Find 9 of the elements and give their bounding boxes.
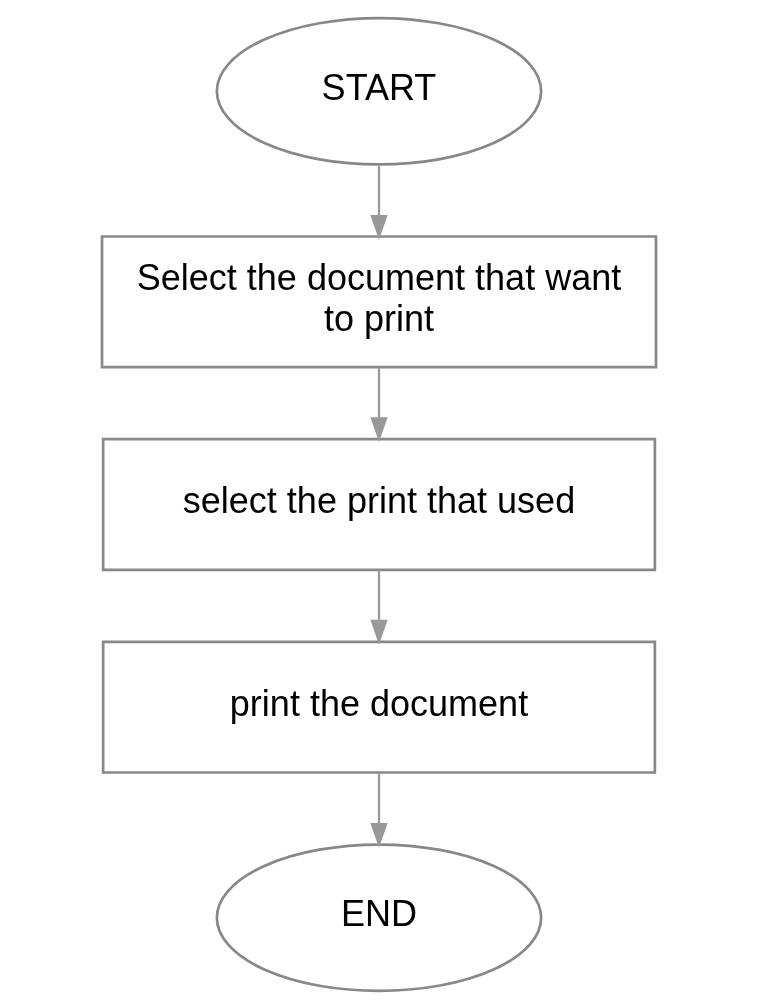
arrow: [370, 367, 388, 442]
arrow: [370, 164, 388, 240]
node-box: select the print that used: [101, 437, 657, 571]
node-box: print the document: [101, 640, 657, 774]
node-ellipse: END: [215, 842, 543, 992]
node-ellipse: START: [215, 16, 543, 166]
arrow: [370, 570, 388, 645]
node-box: Select the document that want to print: [100, 234, 658, 368]
arrow: [370, 773, 388, 848]
